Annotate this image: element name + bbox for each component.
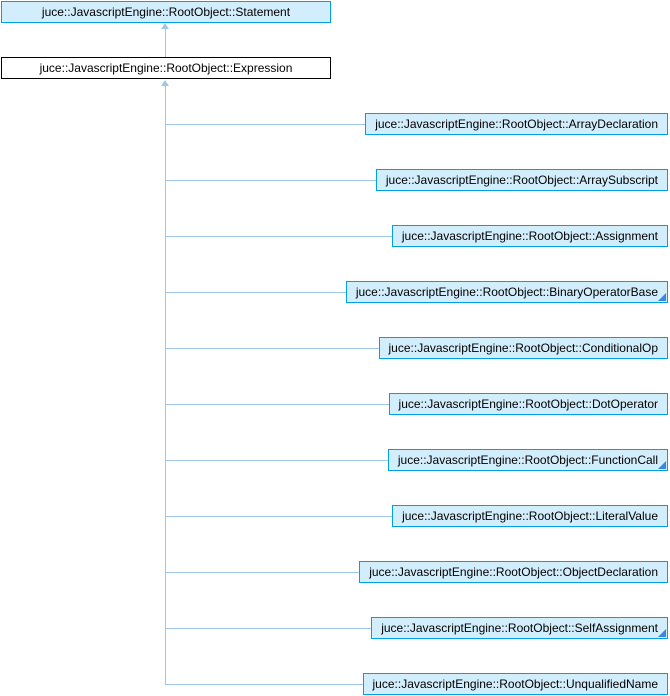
class-node-function-call[interactable]: juce::JavascriptEngine::RootObject::Func… [387, 449, 668, 471]
class-node-statement[interactable]: juce::JavascriptEngine::RootObject::Stat… [1, 1, 331, 23]
class-node-label: juce::JavascriptEngine::RootObject::Self… [381, 621, 658, 635]
class-node-binary-operator-base[interactable]: juce::JavascriptEngine::RootObject::Bina… [345, 281, 668, 303]
class-node-label: juce::JavascriptEngine::RootObject::Func… [397, 453, 658, 467]
class-node-expression[interactable]: juce::JavascriptEngine::RootObject::Expr… [1, 57, 331, 79]
has-derived-classes-marker [658, 461, 666, 469]
inheritance-edge-branch [166, 460, 388, 461]
inheritance-edge-branch [166, 404, 389, 405]
inheritance-edge-branch [166, 180, 376, 181]
inheritance-edge-branch [166, 292, 346, 293]
class-node-label: juce::JavascriptEngine::RootObject::Obje… [369, 565, 658, 579]
class-node-object-declaration[interactable]: juce::JavascriptEngine::RootObject::Obje… [359, 561, 668, 583]
class-node-literal-value[interactable]: juce::JavascriptEngine::RootObject::Lite… [392, 505, 668, 527]
inheritance-edge-trunk [165, 86, 166, 685]
class-node-unqualified-name[interactable]: juce::JavascriptEngine::RootObject::Unqu… [362, 673, 668, 695]
class-node-label: juce::JavascriptEngine::RootObject::DotO… [398, 397, 658, 411]
inheritance-edge-branch [166, 516, 392, 517]
inheritance-edge-branch [166, 124, 365, 125]
class-node-label: juce::JavascriptEngine::RootObject::Bina… [355, 285, 658, 299]
class-node-label: juce::JavascriptEngine::RootObject::Lite… [402, 509, 658, 523]
class-node-label: juce::JavascriptEngine::RootObject::Unqu… [372, 677, 658, 691]
inheritance-edge-branch [166, 572, 359, 573]
class-node-dot-operator[interactable]: juce::JavascriptEngine::RootObject::DotO… [388, 393, 668, 415]
inheritance-edge-branch [166, 628, 371, 629]
inheritance-edge-branch [166, 684, 363, 685]
class-node-conditional-op[interactable]: juce::JavascriptEngine::RootObject::Cond… [378, 337, 668, 359]
class-node-label: juce::JavascriptEngine::RootObject::Arra… [375, 117, 658, 131]
inheritance-edge-branch [166, 236, 392, 237]
class-node-label: juce::JavascriptEngine::RootObject::Cond… [388, 341, 658, 355]
inheritance-arrowhead-to-statement [161, 23, 169, 29]
class-node-array-declaration[interactable]: juce::JavascriptEngine::RootObject::Arra… [365, 113, 668, 135]
class-node-label: juce::JavascriptEngine::RootObject::Arra… [385, 173, 658, 187]
class-node-self-assignment[interactable]: juce::JavascriptEngine::RootObject::Self… [371, 617, 668, 639]
has-derived-classes-marker [658, 293, 666, 301]
inheritance-arrowhead-to-expression [161, 80, 169, 86]
class-node-label: juce::JavascriptEngine::RootObject::Assi… [401, 229, 658, 243]
has-derived-classes-marker [658, 629, 666, 637]
inheritance-edge-expression-statement [165, 29, 166, 57]
inheritance-edge-branch [166, 348, 379, 349]
class-node-assignment[interactable]: juce::JavascriptEngine::RootObject::Assi… [391, 225, 668, 247]
class-node-array-subscript[interactable]: juce::JavascriptEngine::RootObject::Arra… [375, 169, 668, 191]
